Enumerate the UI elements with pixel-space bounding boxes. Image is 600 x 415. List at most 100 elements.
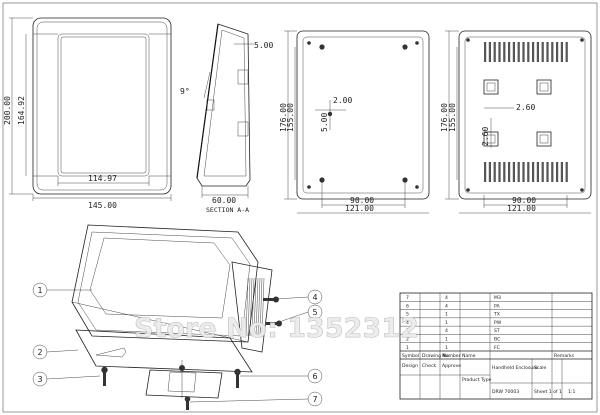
- part-qty: 1: [445, 320, 448, 326]
- vent-slot: [503, 162, 506, 182]
- vent-slot: [560, 42, 563, 62]
- vent-slot: [484, 42, 487, 62]
- back-gap-x: 2.60: [516, 103, 535, 112]
- vent-slot: [565, 162, 568, 182]
- vent-slot: [512, 42, 515, 62]
- tb-header-remarks: Remarks: [554, 353, 575, 359]
- vent-slot: [484, 162, 487, 182]
- svg-text:1: 1: [37, 286, 42, 295]
- side-vents: [245, 277, 265, 337]
- tb-header-name: Name: [462, 353, 476, 359]
- side-vent-slot: [249, 277, 253, 337]
- part-code: PW: [494, 320, 502, 326]
- tb-approve: Approve: [442, 363, 461, 369]
- svg-text:2: 2: [37, 348, 42, 357]
- vent-slot: [551, 162, 554, 182]
- tb-header-number: Number: [442, 353, 461, 359]
- tb-scale: 1:1: [568, 389, 575, 395]
- front-height-outer: 200.00: [3, 96, 12, 125]
- vent-slot: [546, 42, 549, 62]
- side-vent-slot: [245, 277, 249, 337]
- side-vent-slot: [259, 277, 263, 337]
- part-no: 5: [406, 312, 409, 318]
- part-code: ST: [494, 328, 500, 334]
- svg-text:5: 5: [312, 308, 317, 317]
- side-vent-slot: [251, 277, 255, 337]
- side-vent-slot: [253, 277, 257, 337]
- store-watermark: Store No: 1352312: [134, 313, 419, 344]
- vent-slot: [556, 162, 559, 182]
- svg-text:4: 4: [312, 293, 317, 302]
- inside-width-inner: 90.00: [350, 196, 374, 205]
- part-code: TX: [493, 312, 500, 318]
- front-height-inner: 164.92: [17, 96, 26, 125]
- vent-slot: [532, 162, 535, 182]
- tb-sheet: Sheet 1 of 1: [534, 389, 562, 395]
- vent-slot: [541, 162, 544, 182]
- balloon-2: 2: [32, 344, 79, 360]
- side-vent-slot: [247, 277, 251, 337]
- vent-slot: [565, 42, 568, 62]
- tb-check: Check: [422, 363, 436, 369]
- balloon-1: 1: [32, 282, 92, 298]
- vent-slot: [551, 42, 554, 62]
- tb-header-drawing-no: Drawing No.: [422, 353, 450, 359]
- inside-height-inner: 155.00: [286, 103, 295, 132]
- back-width-outer: 121.00: [507, 204, 536, 213]
- inside-gap-x: 2.00: [333, 96, 352, 105]
- tb-model: DRW 70003: [492, 389, 519, 395]
- part-no: 4: [406, 320, 409, 326]
- vent-slot: [508, 162, 511, 182]
- inside-width-outer: 121.00: [345, 204, 374, 213]
- section-view: [196, 23, 254, 198]
- tb-design: Design: [402, 363, 418, 369]
- vent-slot: [512, 162, 515, 182]
- tb-scale-label: Scale: [534, 365, 547, 371]
- balloon-5: 5: [278, 304, 323, 323]
- part-no: 2: [406, 337, 409, 343]
- svg-text:3: 3: [37, 375, 42, 384]
- vent-slot: [508, 42, 511, 62]
- vent-slot: [522, 42, 525, 62]
- part-no: 7: [406, 295, 409, 301]
- vent-slot: [532, 42, 535, 62]
- vents-bottom: [484, 162, 568, 182]
- section-caption: SECTION A-A: [206, 206, 249, 214]
- section-depth: 60.00: [212, 196, 236, 205]
- front-view: [9, 17, 172, 201]
- vent-slot: [498, 162, 501, 182]
- back-width-inner: 90.00: [512, 196, 536, 205]
- vent-slot: [493, 42, 496, 62]
- balloon-3: 3: [32, 371, 101, 387]
- side-vent-slot: [257, 277, 261, 337]
- vent-slot: [560, 162, 563, 182]
- part-code: FC: [494, 345, 500, 351]
- inside-height-outer: 176.00: [279, 103, 288, 132]
- tb-company: Handheld Enclosure: [492, 365, 538, 371]
- vents-top: [484, 42, 568, 62]
- tb-product-type: Product Type: [462, 377, 492, 383]
- part-code: PA: [494, 303, 500, 309]
- part-no: 6: [406, 303, 409, 309]
- vent-slot: [541, 42, 544, 62]
- section-top-offset: 5.00: [254, 41, 273, 50]
- tb-header-symbol: Symbol: [402, 353, 419, 359]
- part-code: BC: [494, 337, 500, 343]
- back-height-outer: 176.00: [440, 103, 449, 132]
- part-qty: 1: [445, 345, 448, 351]
- back-gap-y: 2.60: [481, 127, 490, 146]
- back-view: [445, 30, 592, 214]
- vent-slot: [517, 162, 520, 182]
- vent-slot: [488, 42, 491, 62]
- vent-slot: [536, 42, 539, 62]
- vent-slot: [503, 42, 506, 62]
- balloon-4: 4: [275, 289, 323, 305]
- part-qty: 4: [445, 295, 448, 301]
- part-qty: 1: [445, 312, 448, 318]
- part-no: 1: [406, 345, 409, 351]
- part-qty: 4: [445, 303, 448, 309]
- back-height-inner: 155.00: [448, 103, 457, 132]
